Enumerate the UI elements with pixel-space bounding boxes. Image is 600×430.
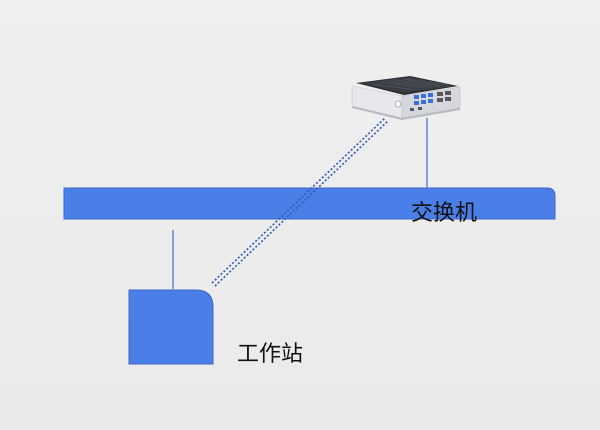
mini-pc-server-icon — [351, 76, 461, 120]
workstation-label: 工作站 — [237, 342, 304, 367]
switch-label: 交换机 — [411, 201, 478, 226]
workstation-block — [128, 289, 214, 365]
switch-bar — [63, 187, 556, 220]
